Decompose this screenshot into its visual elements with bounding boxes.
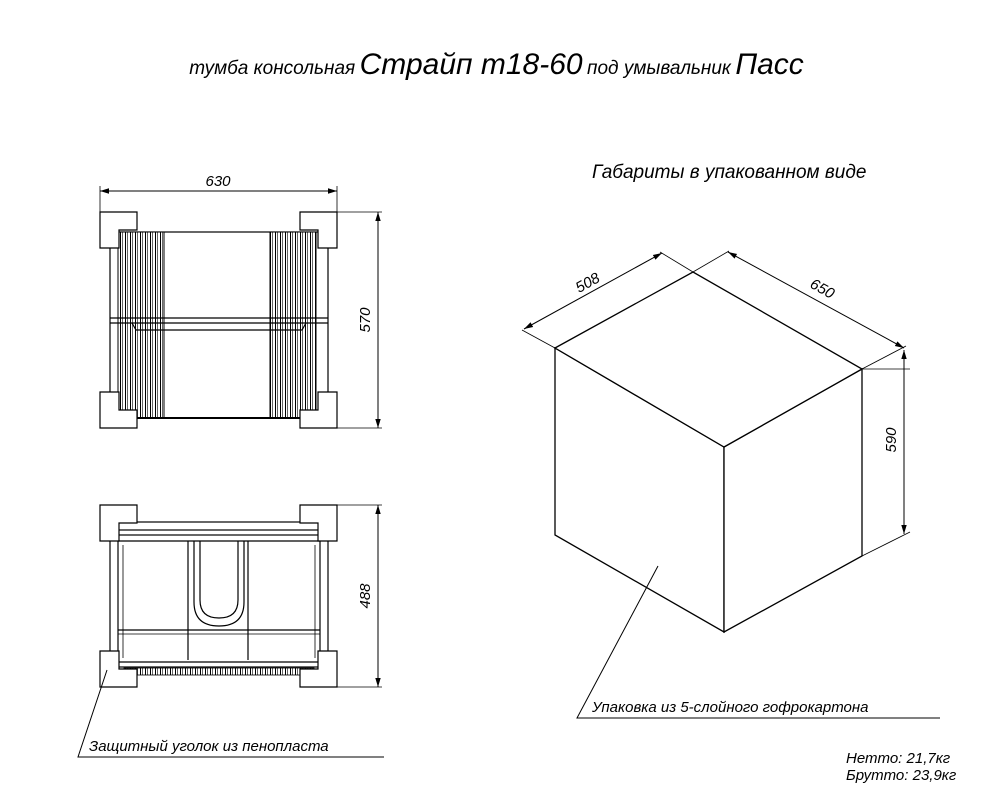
dim-package-depth: 508 [573, 269, 604, 296]
note-foam-corner: Защитный уголок из пенопласта [89, 738, 329, 755]
title-middle: под умывальник [587, 58, 731, 79]
drawing-title: тумба консольная Страйп т18-60 под умыва… [0, 48, 993, 82]
title-model: Страйп т18-60 [359, 48, 583, 81]
title-sink: Пасс [735, 48, 804, 81]
package-heading: Габариты в упакованном виде [592, 162, 867, 183]
dim-top-depth: 488 [357, 583, 374, 609]
top-view [99, 504, 382, 688]
package-dimension-lines [521, 250, 911, 557]
dim-package-height: 590 [883, 427, 900, 453]
gross-weight: Брутто: 23,9кг [846, 767, 957, 784]
note-packaging: Упаковка из 5-слойного гофрокартона [591, 699, 868, 716]
title-prefix: тумба консольная [189, 58, 356, 79]
weights-block: Нетто: 21,7кг Брутто: 23,9кг [846, 750, 956, 784]
leader-packaging [576, 565, 940, 719]
dim-front-width: 630 [205, 173, 231, 190]
dim-line-package-width [727, 251, 905, 349]
dim-line-package-depth [523, 252, 663, 330]
front-view [99, 186, 382, 429]
package-box [553, 271, 864, 634]
net-weight: Нетто: 21,7кг [846, 750, 951, 767]
dim-package-width: 650 [807, 276, 838, 303]
dim-front-height: 570 [357, 307, 374, 333]
leader-foam-corner [77, 669, 384, 758]
